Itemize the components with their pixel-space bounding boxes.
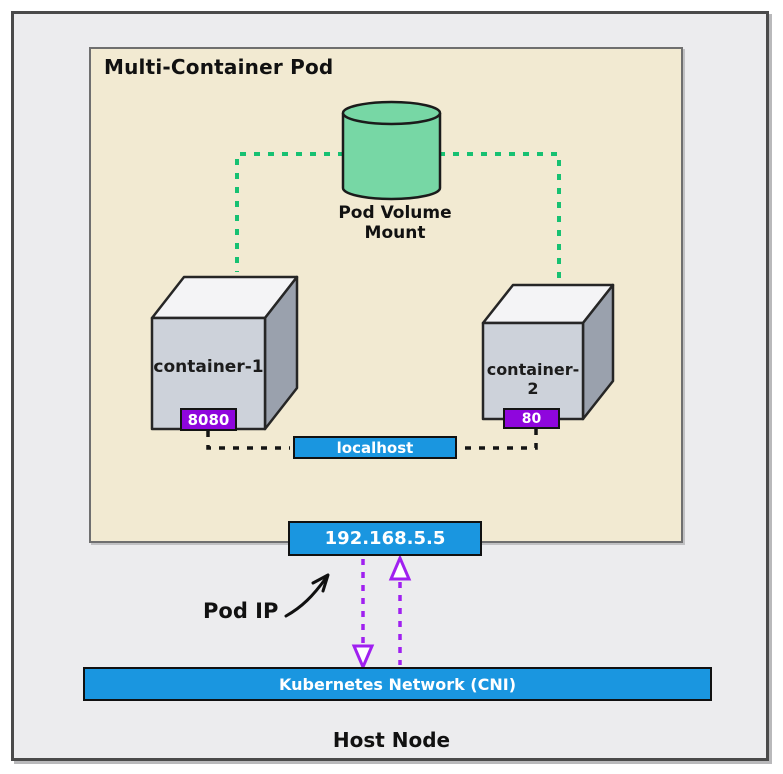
- container-1-label: container-1: [153, 357, 264, 377]
- host-node-label: Host Node: [332, 728, 451, 752]
- port-badge-80: 80: [503, 408, 560, 429]
- pod-ip-box: 192.168.5.5: [288, 521, 482, 556]
- pod-title: Multi-Container Pod: [104, 55, 334, 79]
- port-badge-8080: 8080: [180, 408, 237, 431]
- kubernetes-network-bar: Kubernetes Network (CNI): [83, 667, 712, 701]
- container-2-label: container-2: [486, 360, 580, 398]
- localhost-box: localhost: [293, 436, 457, 459]
- pod-volume-mount-label: Pod Volume Mount: [338, 203, 452, 243]
- multi-container-pod-panel: [89, 47, 683, 543]
- pod-ip-label: Pod IP: [203, 599, 279, 623]
